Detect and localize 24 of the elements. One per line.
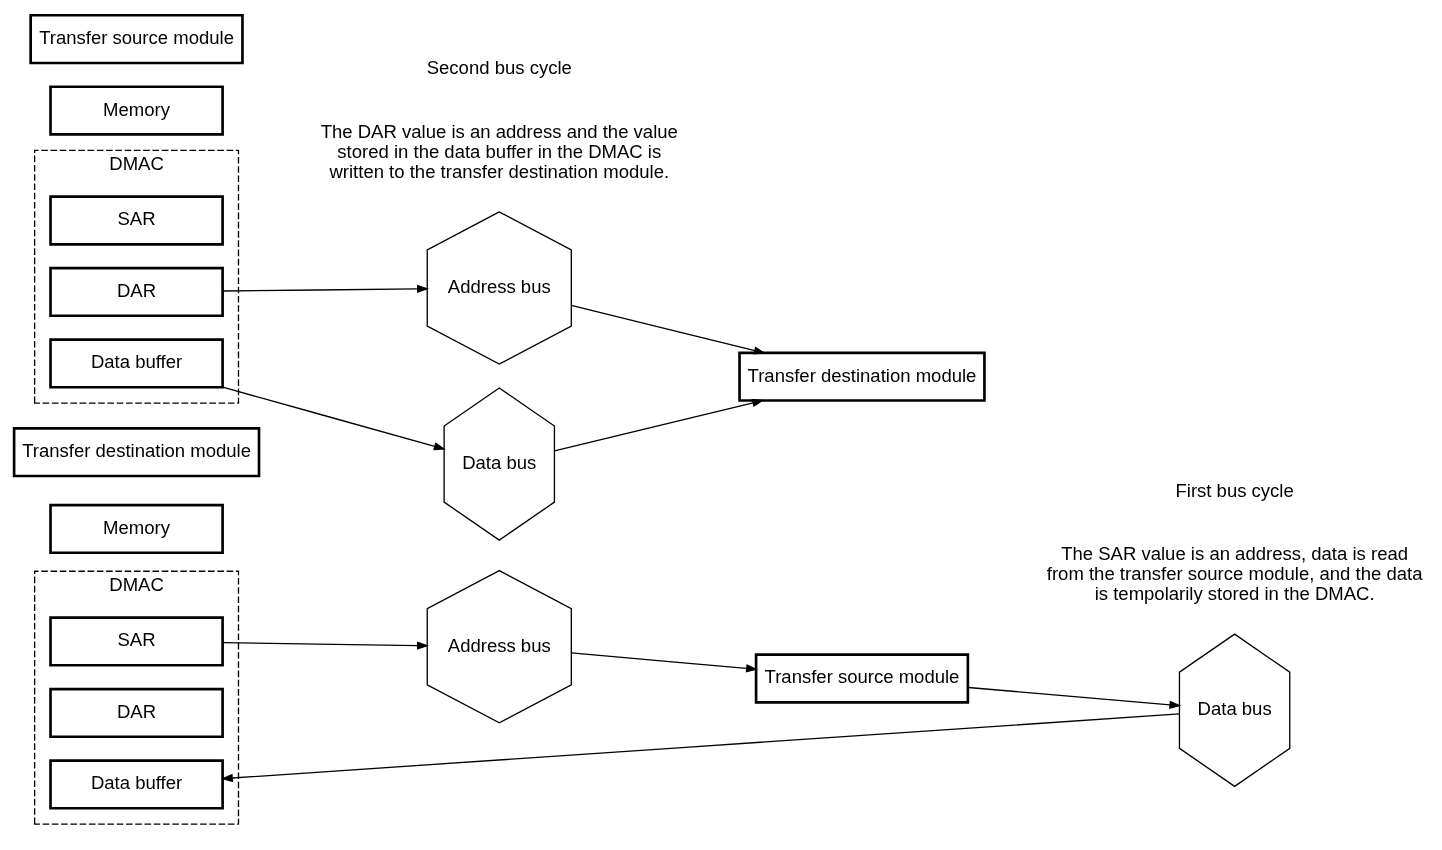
- arrow: [967, 686, 1182, 709]
- node-box: Memory: [49, 85, 224, 136]
- label: The SAR value is an address, data is read from the transfer source module, and the data is tempolarily stored in the DMAC.: [1046, 543, 1423, 604]
- node-box: Data buffer: [49, 338, 224, 389]
- node-box: SAR: [49, 616, 224, 667]
- node-box: Memory: [49, 503, 224, 555]
- node-box: Transfer destination module: [12, 427, 261, 478]
- arrow: [570, 652, 758, 673]
- node-box: Transfer destination module: [738, 351, 986, 402]
- arrow: [222, 386, 446, 451]
- arrow: [222, 641, 429, 650]
- arrow: [222, 284, 429, 294]
- node-box: DAR: [49, 687, 224, 739]
- node-box: Transfer source module: [754, 653, 970, 704]
- label: The DAR value is an address and the value stored in the data buffer in the DMAC is written to the transfer destination module.: [320, 121, 678, 182]
- arrow: [553, 398, 765, 452]
- arrow: [570, 304, 766, 355]
- node-box: SAR: [49, 195, 224, 246]
- arrow: [220, 713, 1180, 783]
- node-box: Data buffer: [49, 759, 224, 810]
- label: Second bus cycle: [426, 57, 572, 79]
- label: First bus cycle: [1175, 479, 1294, 501]
- node-box: Transfer source module: [29, 13, 244, 65]
- node-box: DAR: [49, 266, 224, 318]
